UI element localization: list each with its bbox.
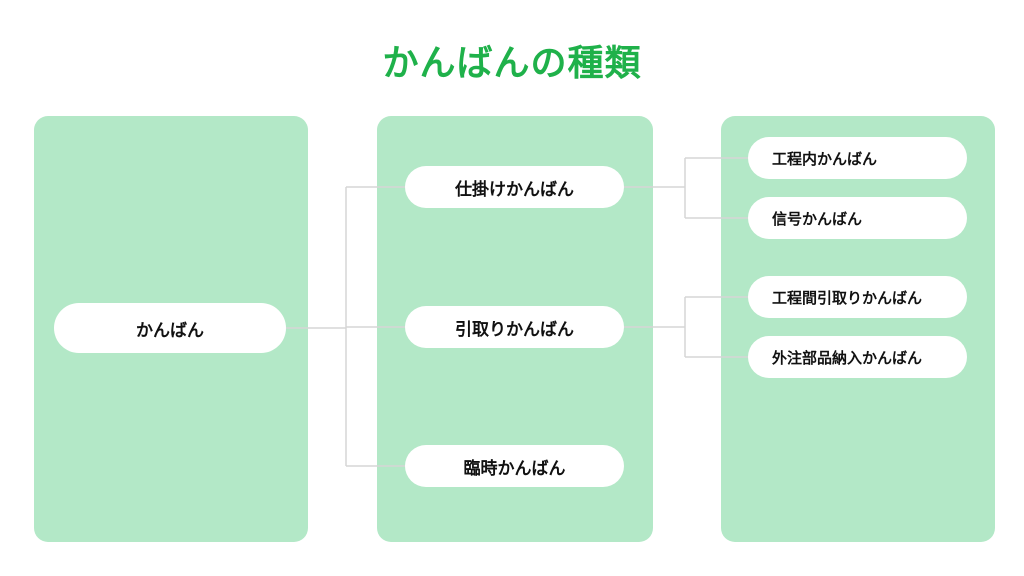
node-hikitori-kanban: 引取りかんばん [405, 306, 624, 348]
panel-third-level [721, 116, 995, 542]
node-kouteikan-hikitori-kanban: 工程間引取りかんばん [748, 276, 967, 318]
node-kanban: かんばん [54, 303, 286, 353]
node-shingou-kanban: 信号かんばん [748, 197, 967, 239]
node-rinji-kanban: 臨時かんばん [405, 445, 624, 487]
node-shikake-kanban: 仕掛けかんばん [405, 166, 624, 208]
diagram-title: かんばんの種類 [382, 43, 642, 84]
node-kouteinai-kanban: 工程内かんばん [748, 137, 967, 179]
node-gaichu-buhin-kanban: 外注部品納入かんばん [748, 336, 967, 378]
